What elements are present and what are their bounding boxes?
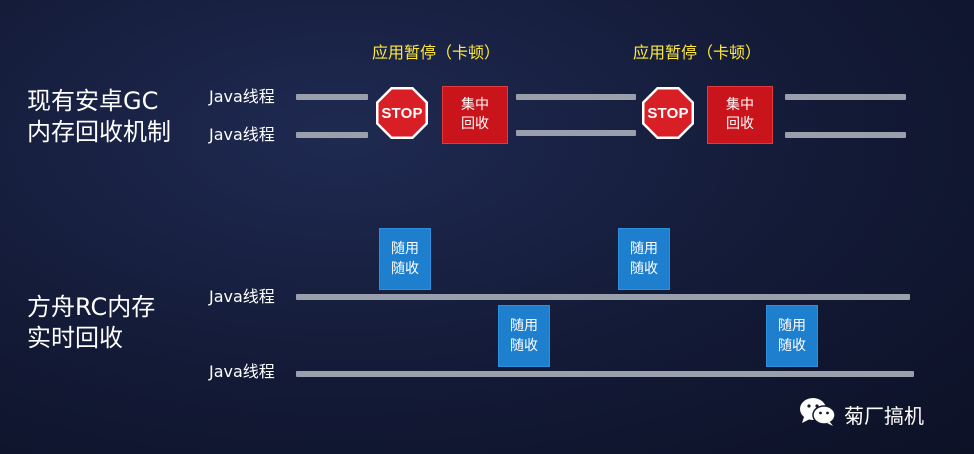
- gc-box-2-line1: 集中: [726, 97, 754, 113]
- gc-section-title: 现有安卓GC 内存回收机制: [27, 86, 171, 148]
- gc-collect-box-1: 集中 回收: [442, 86, 508, 144]
- watermark: 菊厂搞机: [798, 396, 924, 432]
- stop-sign-text-2: STOP: [647, 104, 689, 122]
- rc-thread-line-2: [296, 371, 914, 377]
- stop-sign-icon: STOP: [641, 86, 695, 140]
- gc-box-1-line2: 回收: [461, 116, 489, 132]
- gc-thread-1-segment-1: [296, 94, 368, 100]
- rc-box-3-line2: 随收: [510, 338, 538, 354]
- rc-thread-label-1: Java线程: [209, 287, 275, 306]
- rc-collect-box-1: 随用 随收: [379, 228, 431, 290]
- rc-section-title-line2: 实时回收: [27, 324, 123, 352]
- gc-thread-1-segment-3: [785, 94, 906, 100]
- wechat-icon: [798, 396, 838, 432]
- stop-sign-icon: STOP: [375, 86, 429, 140]
- rc-collect-box-2: 随用 随收: [618, 228, 670, 290]
- gc-section-title-line1: 现有安卓GC: [27, 87, 159, 115]
- rc-box-1-line2: 随收: [391, 261, 419, 277]
- stop-sign-text-1: STOP: [381, 104, 423, 122]
- gc-thread-label-2: Java线程: [209, 125, 275, 144]
- rc-thread-label-2: Java线程: [209, 362, 275, 381]
- rc-thread-line-1: [296, 294, 910, 300]
- gc-thread-1-segment-2: [516, 94, 636, 100]
- gc-thread-2-segment-1: [296, 132, 368, 138]
- rc-box-1-line1: 随用: [391, 241, 419, 257]
- watermark-text: 菊厂搞机: [844, 403, 924, 428]
- pause-label-1: 应用暂停（卡顿）: [372, 43, 501, 62]
- rc-box-3-line1: 随用: [510, 318, 538, 334]
- rc-collect-box-4: 随用 随收: [766, 305, 818, 367]
- pause-label-2: 应用暂停（卡顿）: [633, 43, 762, 62]
- gc-thread-2-segment-3: [785, 132, 906, 138]
- gc-section-title-line2: 内存回收机制: [27, 118, 171, 146]
- rc-box-4-line1: 随用: [778, 318, 806, 334]
- rc-box-4-line2: 随收: [778, 338, 806, 354]
- gc-collect-box-2: 集中 回收: [707, 86, 773, 144]
- gc-box-2-line2: 回收: [726, 116, 754, 132]
- gc-box-1-line1: 集中: [461, 97, 489, 113]
- rc-box-2-line1: 随用: [630, 241, 658, 257]
- rc-collect-box-3: 随用 随收: [498, 305, 550, 367]
- gc-thread-2-segment-2: [516, 130, 636, 136]
- rc-section-title-line1: 方舟RC内存: [27, 293, 156, 321]
- rc-section-title: 方舟RC内存 实时回收: [27, 292, 155, 354]
- gc-thread-label-1: Java线程: [209, 87, 275, 106]
- rc-box-2-line2: 随收: [630, 261, 658, 277]
